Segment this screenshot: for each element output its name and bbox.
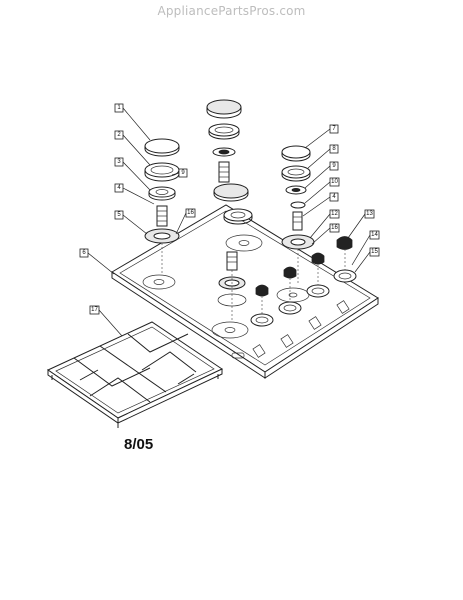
svg-text:15: 15 xyxy=(371,249,378,255)
svg-text:9: 9 xyxy=(332,163,336,169)
control-knobs xyxy=(250,236,357,327)
watermark-text: AppliancePartsPros.com xyxy=(157,4,306,18)
callout-4-left: 4 xyxy=(114,183,155,205)
svg-text:16: 16 xyxy=(331,225,338,231)
svg-text:5: 5 xyxy=(117,212,121,218)
svg-text:14: 14 xyxy=(371,232,378,238)
callout-8: 8 xyxy=(307,144,339,169)
svg-text:16: 16 xyxy=(187,210,194,216)
svg-text:4: 4 xyxy=(332,194,336,200)
callout-14: 14 xyxy=(351,230,380,266)
svg-text:7: 7 xyxy=(332,126,336,132)
callout-17: 17 xyxy=(89,305,123,337)
callout-9-right: 9 xyxy=(304,161,339,189)
callout-10: 10 xyxy=(304,177,340,204)
cooktop-body xyxy=(111,204,379,379)
svg-text:10: 10 xyxy=(331,179,338,185)
callout-5: 5 xyxy=(114,210,148,235)
svg-text:2: 2 xyxy=(117,132,121,138)
callout-13: 13 xyxy=(347,209,375,239)
svg-text:4: 4 xyxy=(117,185,121,191)
svg-text:12: 12 xyxy=(331,211,338,217)
center-burner-stack xyxy=(206,99,253,320)
left-burner-stack xyxy=(144,138,180,275)
callout-6: 6 xyxy=(79,248,115,275)
callout-7: 7 xyxy=(304,124,339,149)
burner-grate xyxy=(46,321,224,428)
right-burner-stack xyxy=(281,145,315,285)
callout-labels: 1 2 3 9 4 5 16 xyxy=(79,103,380,337)
svg-text:17: 17 xyxy=(91,307,98,313)
svg-text:8: 8 xyxy=(332,146,336,152)
callout-16-right: 16 xyxy=(311,223,340,245)
callout-15: 15 xyxy=(354,247,380,273)
revision-date: 8/05 xyxy=(124,436,154,453)
callout-2: 2 xyxy=(114,130,151,166)
svg-text:13: 13 xyxy=(366,211,373,217)
callout-1: 1 xyxy=(114,103,151,141)
callout-4-right: 4 xyxy=(302,192,339,217)
callout-12: 12 xyxy=(309,209,340,239)
callout-9-left: 9 xyxy=(171,168,188,178)
callout-3: 3 xyxy=(114,157,151,191)
svg-text:3: 3 xyxy=(117,159,121,165)
svg-text:1: 1 xyxy=(117,105,121,111)
callout-16-left: 16 xyxy=(175,208,196,235)
svg-text:9: 9 xyxy=(181,170,185,176)
svg-text:6: 6 xyxy=(82,250,86,256)
